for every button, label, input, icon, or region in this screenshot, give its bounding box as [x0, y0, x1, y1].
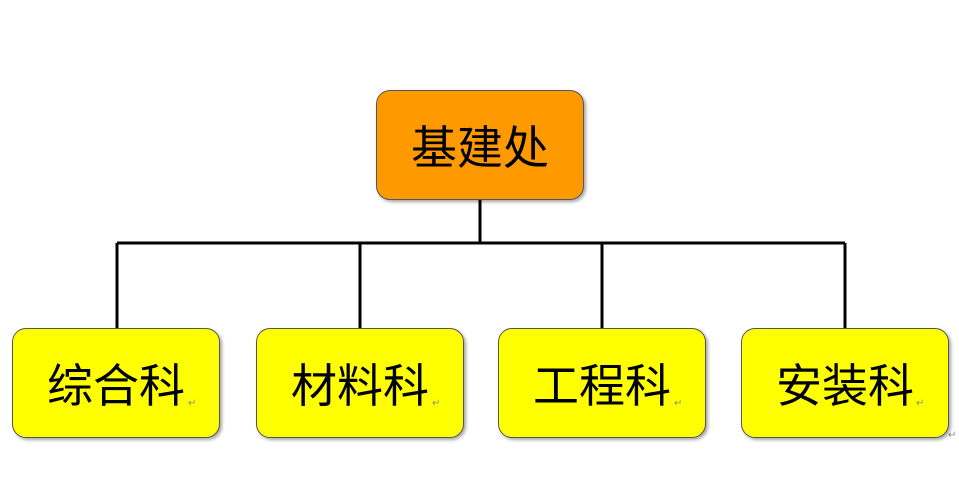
root-node: 基建处 — [376, 90, 584, 200]
child-node-1-label: 综合科 — [47, 359, 185, 413]
child-node-2-label: 材料科 — [291, 359, 429, 413]
paragraph-mark-4: ↵ — [916, 398, 925, 409]
child-node-4: 安装科 — [741, 328, 949, 438]
paragraph-mark-1: ↵ — [188, 398, 197, 409]
child-node-1: 综合科 — [12, 328, 220, 438]
paragraph-mark-2: ↵ — [432, 398, 441, 409]
paragraph-mark-end: ↵ — [948, 430, 957, 441]
child-node-4-label: 安装科 — [776, 359, 914, 413]
root-node-label: 基建处 — [411, 121, 549, 175]
child-node-3-label: 工程科 — [533, 359, 671, 413]
paragraph-mark-3: ↵ — [674, 398, 683, 409]
child-node-3: 工程科 — [498, 328, 706, 438]
child-node-2: 材料科 — [256, 328, 464, 438]
